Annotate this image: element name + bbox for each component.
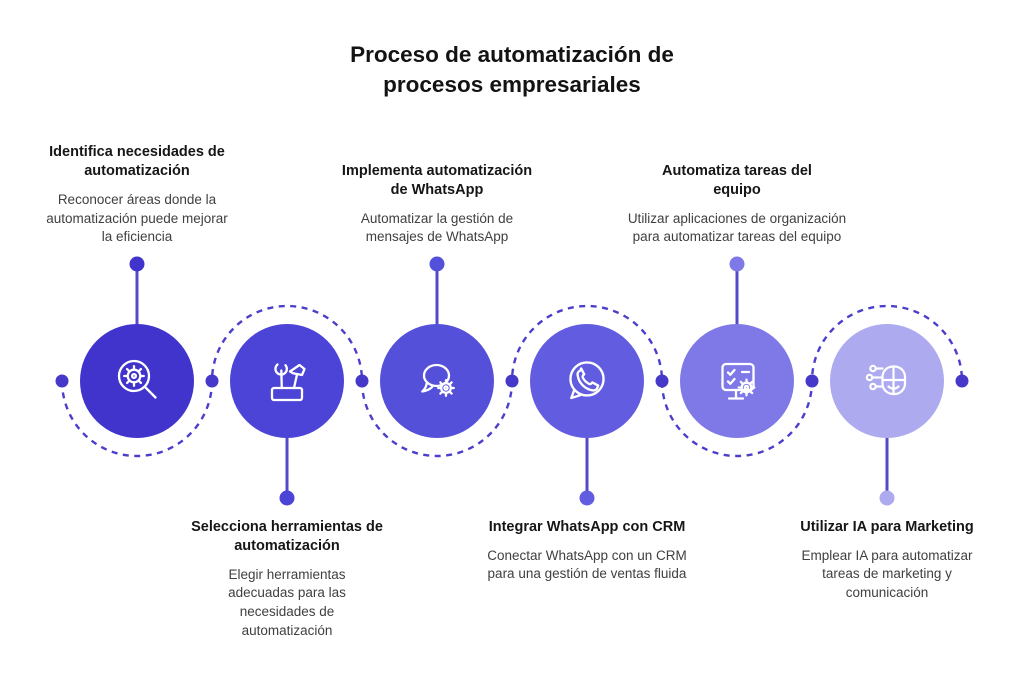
monitor-checklist-gear-icon [707, 351, 767, 411]
page-title: Proceso de automatización de procesos em… [0, 40, 1024, 99]
stem-dot-step-6 [879, 490, 895, 506]
junction-dot [55, 374, 69, 388]
step-5-circle [680, 324, 794, 438]
junction-dot [805, 374, 819, 388]
step-3-circle [380, 324, 494, 438]
whatsapp-icon [556, 350, 618, 412]
step-1-textblock: Identifica necesidades de automatización… [31, 143, 243, 247]
step-3-heading: Implementa automatización de WhatsApp [341, 163, 533, 198]
stem-dot-step-4 [579, 490, 595, 506]
junction-dot [205, 374, 219, 388]
junction-dot [355, 374, 369, 388]
step-5-description: Utilizar aplicaciones de organización pa… [627, 210, 847, 245]
junction-dot [505, 374, 519, 388]
step-5-heading: Automatiza tareas del equipo [662, 163, 812, 198]
step-4-textblock: Integrar WhatsApp con CRM Conectar Whats… [477, 518, 697, 584]
stem-dot-step-2 [279, 490, 295, 506]
step-6-description: Emplear IA para automatizar tareas de ma… [801, 547, 973, 601]
stem-dot-step-1 [129, 256, 145, 272]
step-2-heading: Selecciona herramientas de automatizació… [191, 519, 383, 554]
stem-dot-step-3 [429, 256, 445, 272]
step-2-description: Elegir herramientas adecuadas para las n… [228, 566, 346, 638]
stem-dot-step-5 [729, 256, 745, 272]
step-4-circle [530, 324, 644, 438]
junction-dot [655, 374, 669, 388]
toolbox-wrench-hammer-icon [257, 351, 317, 411]
junction-dot [955, 374, 969, 388]
step-5-textblock: Automatiza tareas del equipo Utilizar ap… [621, 162, 853, 247]
step-4-heading: Integrar WhatsApp con CRM [488, 519, 686, 535]
step-4-description: Conectar WhatsApp con un CRM para una ge… [487, 547, 687, 582]
step-1-description: Reconocer áreas donde la automatización … [46, 192, 228, 245]
ai-brain-circuit-icon [857, 351, 917, 411]
step-6-circle [830, 324, 944, 438]
magnifier-gear-icon [107, 351, 167, 411]
step-6-heading: Utilizar IA para Marketing [800, 519, 974, 535]
step-1-heading: Identifica necesidades de automatización [49, 144, 225, 180]
step-2-circle [230, 324, 344, 438]
step-3-textblock: Implementa automatización de WhatsApp Au… [331, 162, 543, 247]
step-1-circle [80, 324, 194, 438]
step-3-description: Automatizar la gestión de mensajes de Wh… [360, 210, 514, 245]
step-2-textblock: Selecciona herramientas de automatizació… [181, 518, 393, 640]
chat-bubble-gear-icon [407, 351, 467, 411]
page-title-text: Proceso de automatización de procesos em… [350, 42, 674, 97]
step-6-textblock: Utilizar IA para Marketing Emplear IA pa… [777, 518, 997, 603]
